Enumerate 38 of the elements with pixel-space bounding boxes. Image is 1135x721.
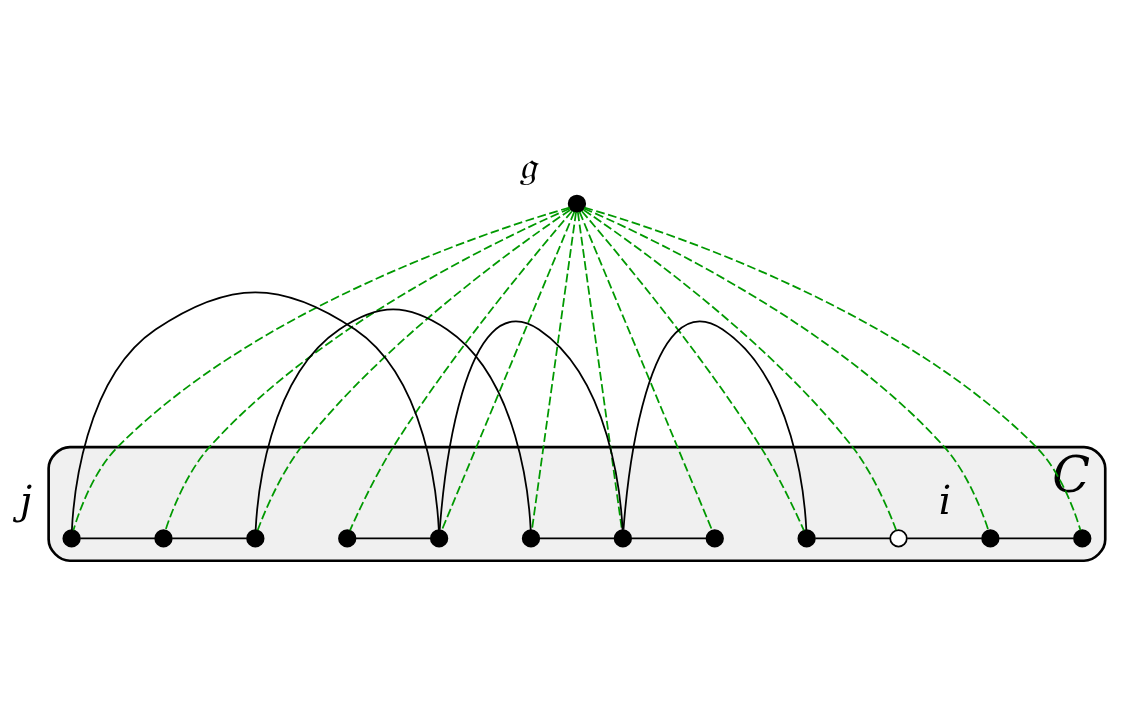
- connector: [254, 308, 532, 531]
- connector: [998, 537, 1075, 540]
- connector: [622, 321, 808, 531]
- connector: [349, 210, 573, 532]
- connector: [354, 537, 432, 540]
- connector: [538, 537, 616, 540]
- connector: [583, 207, 990, 532]
- connector: [164, 207, 571, 532]
- connector: [906, 537, 983, 540]
- connector: [256, 209, 571, 531]
- connector: [578, 211, 713, 532]
- connector: [583, 206, 1082, 532]
- node-circle: [889, 529, 908, 548]
- connector: [581, 210, 805, 532]
- connector: [71, 291, 440, 531]
- node-dot: [613, 529, 633, 548]
- node-dot: [338, 529, 357, 548]
- node-label: i: [938, 477, 952, 523]
- connector: [630, 537, 708, 540]
- connector: [814, 537, 891, 540]
- connector: [531, 211, 577, 531]
- node-dot: [521, 529, 541, 548]
- node-label: 𝔤: [519, 142, 537, 188]
- node-dot: [154, 529, 173, 548]
- connector: [79, 537, 156, 540]
- node-dot: [429, 529, 449, 548]
- connector: [438, 321, 624, 531]
- node-dot: [246, 529, 265, 548]
- node-dot: [62, 529, 81, 548]
- connector: [577, 211, 623, 531]
- connector: [171, 537, 248, 540]
- connector: [582, 209, 898, 531]
- node-dot: [705, 529, 724, 548]
- node-dot: [1073, 529, 1092, 548]
- connector: [72, 206, 571, 532]
- node-dot: [567, 194, 587, 213]
- node-dot: [797, 529, 816, 548]
- node-dot: [981, 529, 1000, 548]
